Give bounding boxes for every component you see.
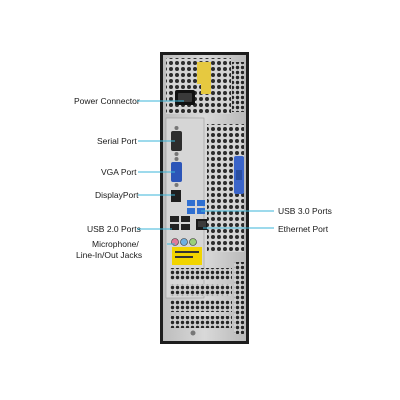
expansion-slot-1 xyxy=(170,268,232,280)
label-serial-port: Serial Port xyxy=(97,136,137,146)
vga-port xyxy=(171,162,182,182)
psu-sticker-2 xyxy=(201,80,211,94)
serial-screw-bottom xyxy=(174,152,179,156)
vga-screw-top xyxy=(174,157,179,161)
usb3-port-2 xyxy=(187,208,195,214)
usb3-port-3 xyxy=(197,200,205,206)
label-mic-jacks-line2: Line-In/Out Jacks xyxy=(76,250,143,260)
psu-side-vent xyxy=(232,62,244,112)
label-usb3-ports: USB 3.0 Ports xyxy=(278,206,332,216)
serial-screw-top xyxy=(174,126,179,130)
vga-screw-bottom xyxy=(174,183,179,187)
bottom-screw xyxy=(190,330,196,336)
displayport-port xyxy=(171,190,181,202)
warning-sticker-text xyxy=(175,251,199,253)
label-ethernet-port: Ethernet Port xyxy=(278,224,329,234)
audio-jack-line-out xyxy=(189,238,197,246)
label-displayport: DisplayPort xyxy=(95,190,139,200)
cover-latch-grip xyxy=(236,170,242,180)
label-vga-port: VGA Port xyxy=(101,167,137,177)
label-mic-jacks-line1: Microphone/ xyxy=(92,239,139,249)
expansion-slot-4 xyxy=(170,316,232,328)
ethernet-port-inner xyxy=(198,221,206,227)
expansion-slot-3 xyxy=(170,300,232,312)
serial-port xyxy=(171,131,182,151)
psu-sticker xyxy=(197,62,211,84)
usb3-port-1 xyxy=(187,200,195,206)
expansion-slot-2 xyxy=(170,284,232,296)
usb2-port-3 xyxy=(181,216,190,222)
audio-jack-line-in xyxy=(180,238,188,246)
warning-sticker-text-2 xyxy=(175,256,193,258)
usb2-port-4 xyxy=(181,224,190,230)
usb2-port-1 xyxy=(170,216,179,222)
label-usb2-ports: USB 2.0 Ports xyxy=(87,224,141,234)
usb2-port-2 xyxy=(170,224,179,230)
bottom-vent xyxy=(234,262,244,334)
label-power-connector: Power Connector xyxy=(74,96,140,106)
power-connector-inner xyxy=(178,93,192,102)
